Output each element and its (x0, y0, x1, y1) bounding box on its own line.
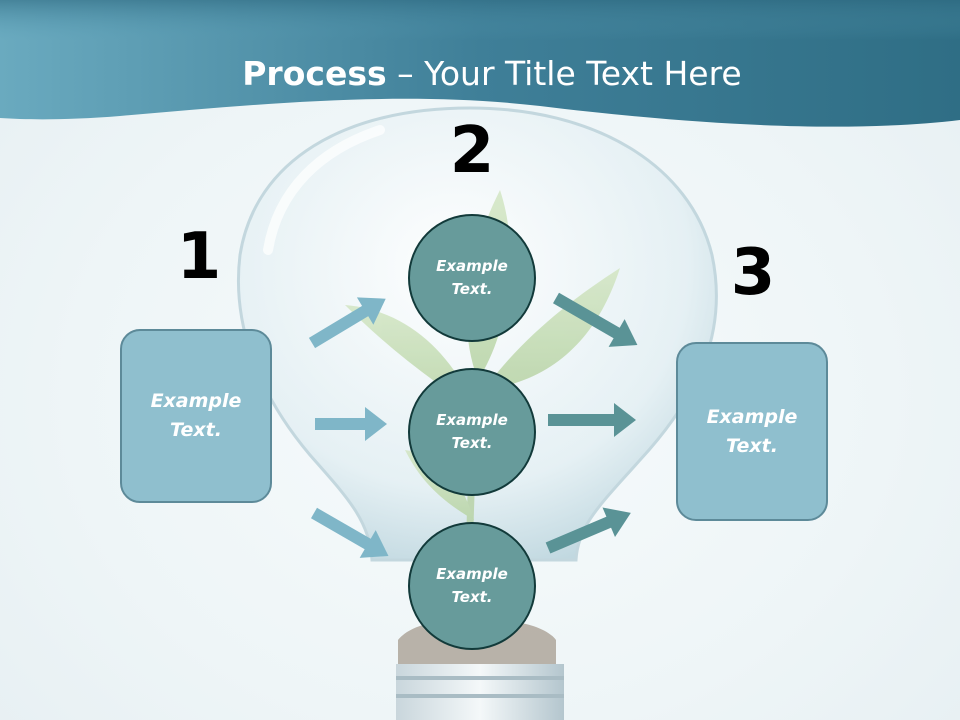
arrow-from-circle-3-icon (545, 507, 631, 554)
arrow-to-circle-3-icon (311, 507, 389, 558)
step-number-3: 3 (730, 236, 776, 310)
title-bold: Process (242, 54, 387, 93)
circle-2-label: Example Text. (436, 411, 508, 452)
arrow-from-circle-2-icon (548, 403, 636, 437)
right-box-label: Example Text. (706, 405, 798, 457)
title-rest: – Your Title Text Here (386, 54, 742, 93)
arrow-to-circle-1-icon (308, 297, 386, 349)
circle-3: Example Text. (408, 522, 536, 650)
step-number-2: 2 (449, 114, 495, 188)
circle-1-label: Example Text. (436, 257, 508, 298)
arrows (308, 292, 638, 558)
circle-2: Example Text. (408, 368, 536, 496)
left-box-label: Example Text. (150, 390, 242, 441)
arrow-from-circle-1-icon (553, 292, 638, 347)
left-box: Example Text. (120, 329, 272, 503)
arrow-to-circle-2-icon (315, 407, 387, 441)
slide-title: Process – Your Title Text Here (0, 52, 960, 96)
step-number-1: 1 (176, 220, 222, 294)
circle-1: Example Text. (408, 214, 536, 342)
circle-3-label: Example Text. (436, 565, 508, 606)
right-box: Example Text. (676, 342, 828, 521)
